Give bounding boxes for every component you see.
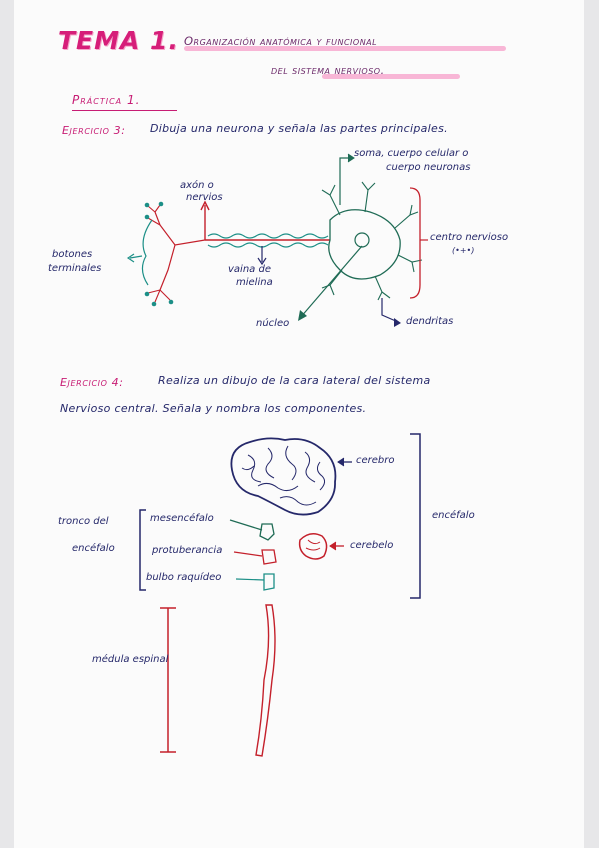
label-vaina-2: mielina [236, 277, 273, 288]
practica-underline [72, 110, 177, 111]
label-botones: botones [52, 249, 93, 260]
page-title: TEMA 1. [58, 26, 179, 55]
dendrites [321, 181, 423, 301]
cerebellum [298, 533, 328, 560]
medulla-oblongata [263, 573, 275, 591]
label-axon: axón o [180, 180, 214, 191]
notebook-page [14, 0, 584, 848]
label-dendritas: dendritas [406, 316, 454, 327]
label-encefalo: encéfalo [432, 510, 475, 521]
practica-heading: Práctica 1. [72, 93, 141, 107]
soma [328, 209, 401, 280]
axon-arrowhead [200, 200, 210, 211]
pons [261, 549, 277, 565]
label-botones-2: terminales [48, 263, 102, 274]
label-tronco-2: encéfalo [72, 543, 115, 554]
centro-bracket [409, 187, 421, 299]
label-soma-2: cuerpo neuronas [386, 162, 471, 173]
label-soma: soma, cuerpo celular o [354, 148, 469, 159]
label-centro-2: (•+•) [452, 246, 475, 255]
exercise-4-text-2: Nervioso central. Señala y nombra los co… [60, 402, 367, 415]
title-highlight-2 [322, 74, 460, 79]
brain-folds [241, 445, 326, 506]
exercise-3-text: Dibuja una neurona y señala las partes p… [150, 122, 448, 135]
exercise-3-label: Ejercicio 3: [62, 124, 126, 137]
myelin-sheath-top [207, 233, 329, 239]
tronco-bracket [139, 509, 146, 591]
terminal-branch-top [154, 211, 206, 246]
spinal-cord [255, 604, 276, 757]
terminal-bracket [141, 219, 153, 286]
label-bulbo: bulbo raquídeo [146, 572, 222, 583]
label-medula: médula espinal [92, 654, 169, 665]
myelin-sheath-bottom [207, 242, 329, 248]
nucleus [354, 232, 370, 248]
label-cerebelo: cerebelo [350, 540, 394, 551]
exercise-4-label: Ejercicio 4: [60, 376, 124, 389]
label-vaina: vaina de [228, 264, 271, 275]
label-protuberancia: protuberancia [152, 545, 223, 556]
medula-bracket [160, 607, 176, 753]
cerebrum [230, 437, 337, 516]
title-subtitle-line2: del sistema nervioso. [271, 64, 385, 77]
terminal-branch-bottom [159, 244, 176, 291]
title-subtitle-line1: Organización anatómica y funcional [184, 34, 378, 48]
label-mesencefalo: mesencéfalo [150, 513, 214, 524]
label-centro: centro nervioso [430, 232, 509, 243]
label-nucleo: núcleo [256, 318, 290, 329]
label-cerebro: cerebro [356, 455, 395, 466]
label-axon-2: nervios [186, 192, 223, 203]
exercise-4-text-1: Realiza un dibujo de la cara lateral del… [158, 374, 431, 387]
encefalo-bracket [410, 433, 421, 599]
terminal-buttons [144, 201, 174, 307]
mesencephalon [259, 523, 275, 541]
label-tronco: tronco del [58, 516, 109, 527]
title-highlight [184, 46, 506, 51]
